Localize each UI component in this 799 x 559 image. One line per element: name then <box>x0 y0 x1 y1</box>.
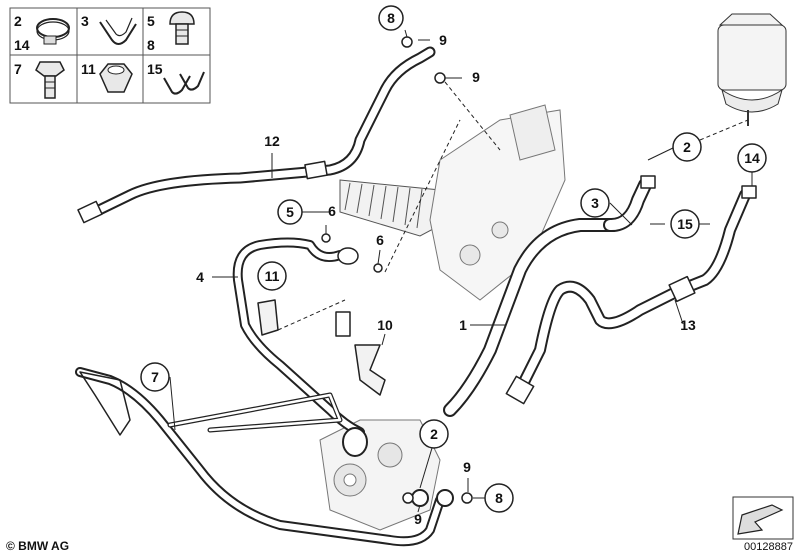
callout-1: 1 <box>459 317 467 333</box>
legend-label-15: 15 <box>147 61 163 77</box>
parts-legend: 2 14 3 5 8 7 11 <box>9 7 211 104</box>
callout-10: 10 <box>377 317 393 333</box>
next-page-arrow[interactable] <box>732 496 794 540</box>
callout-5: 5 <box>277 199 303 225</box>
svg-text:7: 7 <box>151 369 159 385</box>
callout-11: 11 <box>257 261 287 291</box>
hose-1 <box>443 218 617 417</box>
hoses <box>75 36 757 547</box>
pump-fittings <box>342 427 473 507</box>
hose-12 <box>77 46 436 224</box>
hex-nut-icon <box>99 63 133 93</box>
callout-9-top-b: 9 <box>472 69 480 85</box>
callout-13: 13 <box>680 317 696 333</box>
svg-text:2: 2 <box>683 139 691 155</box>
legend-label-8: 8 <box>147 37 155 53</box>
svg-text:15: 15 <box>677 216 693 232</box>
hex-bolt-icon <box>35 61 65 99</box>
copyright-label: © BMW AG <box>6 539 70 553</box>
callout-8-top: 8 <box>378 5 404 31</box>
callout-9-top-a: 9 <box>439 32 447 48</box>
callout-9-bottom-a: 9 <box>414 511 422 527</box>
hose-13 <box>505 185 757 405</box>
callout-2-bottom: 2 <box>419 419 449 449</box>
svg-text:2: 2 <box>430 426 438 442</box>
washers-top <box>321 36 446 273</box>
callout-7: 7 <box>140 362 170 392</box>
callout-6-a: 6 <box>328 203 336 219</box>
return-line <box>75 367 445 547</box>
legend-label-5: 5 <box>147 13 155 29</box>
callout-15: 15 <box>670 209 700 239</box>
bracket-10 <box>335 311 386 396</box>
svg-text:14: 14 <box>744 150 760 166</box>
bracket-11 <box>257 299 279 336</box>
callouts: 8 9 9 12 5 6 6 4 11 10 1 7 2 9 9 8 <box>140 5 767 527</box>
legend-label-2: 2 <box>14 13 22 29</box>
callout-14: 14 <box>737 143 767 173</box>
fluid-reservoir <box>717 13 787 126</box>
hose-3 <box>603 175 656 232</box>
hose-clip-icon <box>99 17 137 45</box>
callout-9-bottom-b: 9 <box>463 459 471 475</box>
hose-4 <box>232 237 365 437</box>
svg-text:11: 11 <box>265 268 280 284</box>
callout-4: 4 <box>196 269 204 285</box>
diagram-number: 00128887 <box>744 541 793 553</box>
svg-text:3: 3 <box>591 195 599 211</box>
callout-2-top: 2 <box>672 132 702 162</box>
callout-6-b: 6 <box>376 232 384 248</box>
svg-text:8: 8 <box>387 10 395 26</box>
svg-text:5: 5 <box>286 204 294 220</box>
legend-label-7: 7 <box>14 61 22 77</box>
legend-label-3: 3 <box>81 13 89 29</box>
callout-8-bottom: 8 <box>484 483 514 513</box>
callout-12: 12 <box>264 133 280 149</box>
legend-label-11: 11 <box>81 61 96 77</box>
callout-3: 3 <box>580 188 610 218</box>
double-clip-icon <box>163 71 205 95</box>
bolt-icon <box>169 11 195 45</box>
hose-clamp-icon <box>36 18 70 45</box>
legend-label-14: 14 <box>14 37 30 53</box>
steering-gear <box>339 104 566 301</box>
svg-text:8: 8 <box>495 490 503 506</box>
